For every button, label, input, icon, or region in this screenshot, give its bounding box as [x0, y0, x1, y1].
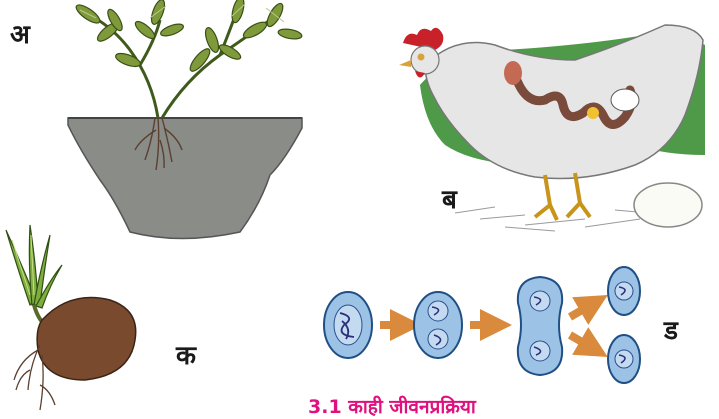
plant-cutting-illustration — [60, 0, 310, 244]
egg — [634, 183, 702, 227]
cell-division-icon — [308, 255, 668, 390]
label-b: ब — [442, 187, 457, 213]
arrow-3-up — [570, 303, 594, 317]
label-a: अ — [10, 22, 30, 48]
hen-laying-egg-icon — [385, 5, 710, 240]
label-d: ड — [664, 318, 678, 344]
arrow-3-down — [570, 335, 594, 349]
label-c: क — [176, 343, 196, 369]
seed — [37, 298, 136, 381]
germinating-seed-illustration — [0, 210, 150, 419]
germinating-seed-icon — [0, 210, 150, 415]
hen-illustration — [385, 5, 710, 244]
cell-division-illustration — [308, 255, 668, 394]
figure-caption: 3.1 काही जीवनप्रक्रिया — [308, 398, 476, 417]
plant-cutting-icon — [60, 0, 310, 240]
